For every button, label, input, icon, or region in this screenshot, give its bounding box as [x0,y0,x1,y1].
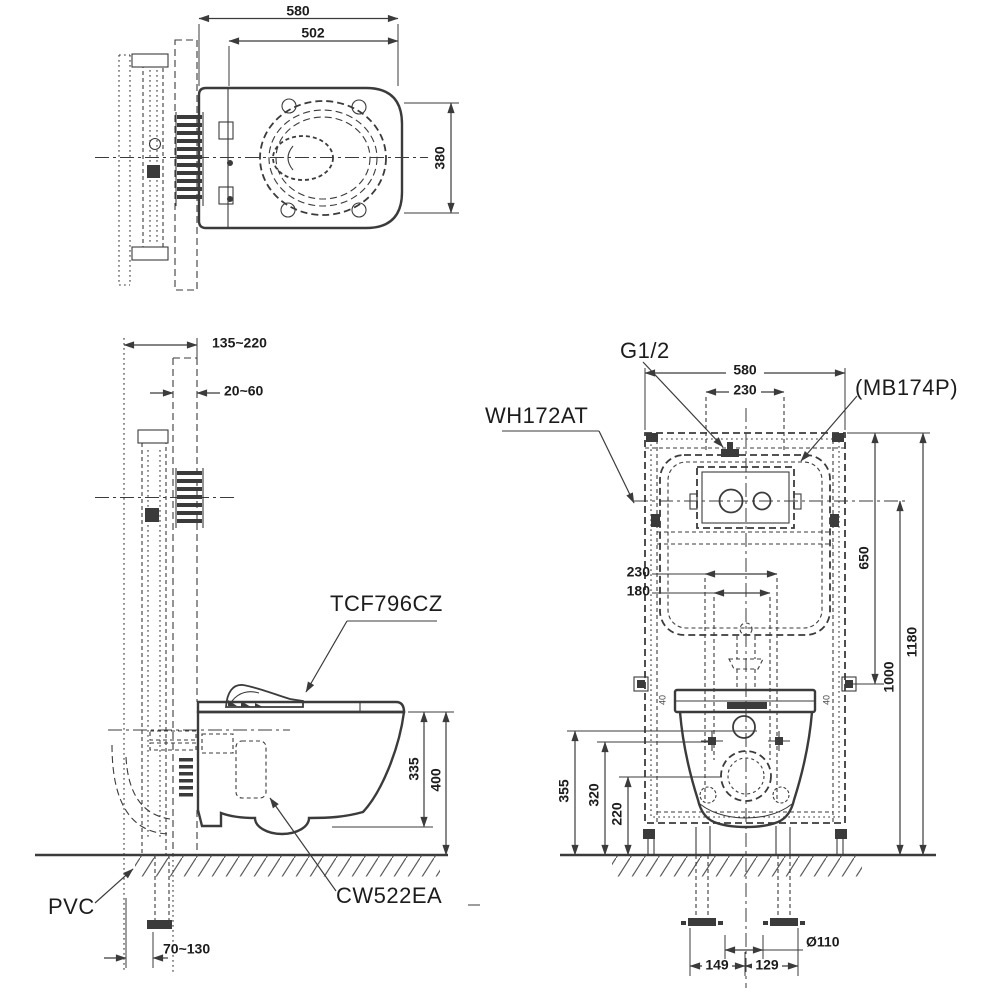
dim-height-355: 355 [556,779,572,803]
dim-plan-seat-width: 502 [301,25,325,41]
dim-drain-diameter: Ø110 [806,934,840,950]
frame-bottom-cap [131,246,169,261]
mounting-stud-left [701,731,723,751]
installed-side-view: 135~220 20~60 335 400 70~130 TCF796CZ CW… [35,335,480,972]
label-supply-thread: G1/2 [620,338,670,363]
bowl-profile [196,710,406,836]
dim-wall-cavity: 135~220 [212,335,267,351]
bowl-opening [272,135,334,181]
seat-ring-inner [275,116,371,200]
dim-height-650: 650 [856,546,872,570]
floor-hatch [612,855,862,877]
carrier-side-section-view [95,39,428,291]
dim-offset-129: 129 [755,957,779,973]
dim-finished-wall: 20~60 [224,383,264,399]
washlet-profile [225,684,304,708]
label-bowl-model: CW522EA [336,883,442,908]
dim-frame-width: 580 [733,362,757,378]
dim-supply-spacing: 230 [733,382,757,398]
frame-column [141,442,167,856]
dim-plan-depth: 380 [432,146,448,170]
dim-plan-overall-width: 580 [286,3,310,19]
pvc-bend-outer [111,744,171,835]
dim-bracket-right: 40 [821,695,831,705]
hinge-right [218,186,234,205]
bowl-front [673,688,817,855]
dim-height-1180: 1180 [904,627,920,658]
label-washlet-model: TCF796CZ [330,591,443,616]
drain-elbow [147,920,172,929]
mounting-stud-right [768,731,790,751]
lid-outline [197,86,404,230]
dim-bolt-spacing-180: 180 [627,583,651,599]
dim-drain-offset: 70~130 [163,941,210,957]
cistern-outline [659,454,831,636]
supply-hose [179,758,193,797]
frame-column [142,66,164,248]
dim-bowl-height: 335 [406,757,422,781]
frame-top-cap [131,53,169,68]
pipe-flange-left [688,918,716,926]
dim-bracket-left: 40 [657,695,667,705]
seat-ring-outer [259,100,387,216]
label-pvc: PVC [48,894,95,919]
dim-height-320: 320 [586,783,602,807]
dim-rim-height: 400 [428,768,444,792]
pvc-bend-inner [125,756,171,820]
floor-hatch [135,855,440,877]
water-inlet [732,715,756,739]
carrier-front-view: 40 40 [485,338,958,988]
drain-outlet [720,750,772,802]
dim-height-220: 220 [609,802,625,826]
pipe-flange-right [770,918,798,926]
frame-top-bracket [137,429,169,444]
supply-connection [721,449,739,457]
hinge-left [218,121,234,140]
seat-ring-mid [268,109,378,207]
dim-offset-149: 149 [705,957,729,973]
label-flush-plate-model: (MB174P) [855,375,958,400]
dim-bolt-spacing-230: 230 [627,564,651,580]
dim-height-1000: 1000 [881,661,897,692]
label-carrier-model: WH172AT [485,403,588,428]
plan-view: 580 502 380 [197,3,459,230]
frame-outline [644,432,846,824]
side-bracket-left [633,676,649,692]
